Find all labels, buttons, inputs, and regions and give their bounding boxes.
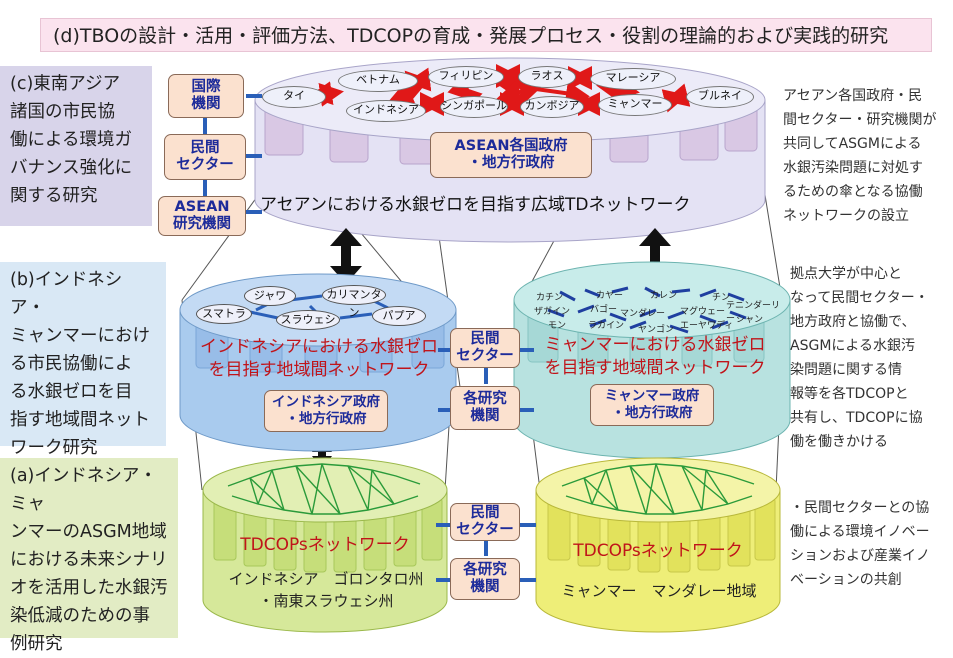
region-mon: モン xyxy=(548,321,567,331)
note-innovation: ・民間セクターとの協 働による環境イノベー ションおよび産業イノ ベーションの共… xyxy=(790,500,930,588)
region-rakhine: ラカイン xyxy=(588,321,625,331)
region-java: ジャワ xyxy=(244,286,296,306)
box-private-sector-top: 民間 セクター xyxy=(164,134,246,180)
region-magway: マグウェー xyxy=(680,307,726,317)
asean-network-title: アセアンにおける水銀ゼロを目指す広域TDネットワーク xyxy=(260,195,691,215)
country-laos: ラオス xyxy=(518,66,576,88)
myanmar-network-title: ミャンマーにおける水銀ゼロ を目指す地域間ネットワーク xyxy=(544,335,766,378)
region-kayin: カレン xyxy=(650,291,678,301)
note-regional: 拠点大学が中心と なって民間セクター・ 地方政府と協働で、 ASGMによる水銀汚… xyxy=(790,266,929,450)
tdcop-left-title: TDCOPsネットワーク xyxy=(240,535,410,555)
box-research-mid: 各研究 機関 xyxy=(450,386,520,430)
region-kayah: カヤー xyxy=(596,291,624,301)
box-private-sector-low: 民間 セクター xyxy=(450,503,520,541)
box-indonesia-gov: インドネシア政府 ・地方行政府 xyxy=(264,390,388,432)
tdcop-right-location: ミャンマー マンダレー地域 xyxy=(561,582,757,600)
box-international-org: 国際 機関 xyxy=(168,74,244,118)
side-label-c: (c)東南アジア 諸国の市民協 働による環境ガ バナンス強化に 関する研究 xyxy=(0,66,152,226)
region-papua: パプア xyxy=(372,306,426,326)
country-cambodia: カンボジア xyxy=(520,96,584,118)
region-shan: シャン xyxy=(736,315,764,325)
indonesia-network-title: インドネシアにおける水銀ゼロ を目指す地域間ネットワーク xyxy=(200,337,438,380)
box-asean-research: ASEAN 研究機関 xyxy=(158,196,246,236)
country-thailand: タイ xyxy=(262,86,326,108)
region-bago: バゴー xyxy=(590,305,618,315)
tdcop-right-mesh xyxy=(561,463,755,515)
region-mandalay: マンダレー xyxy=(620,309,666,319)
tdcop-right-title: TDCOPsネットワーク xyxy=(573,541,743,561)
region-kalimantan: カリマンタン xyxy=(322,285,386,319)
side-label-a: (a)インドネシア・ミャ ンマーのASGM地域 における未来シナリ オを活用した… xyxy=(0,458,178,654)
myanmar-region-labels: カチン カヤー カレン チン テニンダーリー ザガイン バゴー マンダレー マグ… xyxy=(532,286,782,335)
myanmar-blue-arrows xyxy=(547,286,747,334)
region-chin: チン xyxy=(712,293,731,303)
region-sulawesi: スラウェシ xyxy=(276,310,340,330)
note-asean: アセアン各国政府・民 間セクター・研究機関が 共同してASGMによる 水銀汚染問… xyxy=(783,88,937,224)
region-tanintharyi: テニンダーリー xyxy=(726,301,781,324)
country-philippines: フィリピン xyxy=(428,66,504,88)
side-label-b: (b)インドネシア・ ミャンマーにおけ る市民協働によ る水銀ゼロを目 指す地域… xyxy=(0,262,166,458)
tdcop-left-location: インドネシア ゴロンタロ州 ・南東スラウェシ州 xyxy=(228,570,424,610)
region-ayeyarwady: エーヤワディ xyxy=(680,321,734,331)
page-title: (d)TBOの設計・活用・評価方法、TDCOPの育成・発展プロセス・役割の理論的… xyxy=(40,18,932,52)
box-asean-gov: ASEAN各国政府 ・地方行政府 xyxy=(430,132,592,178)
country-malaysia: マレーシア xyxy=(590,68,676,90)
region-yangon: ヤンゴン xyxy=(638,325,675,335)
country-brunei: ブルネイ xyxy=(686,86,754,108)
country-myanmar: ミャンマー xyxy=(598,94,672,116)
box-myanmar-gov: ミャンマー政府 ・地方行政府 xyxy=(590,384,714,426)
region-sumatra: スマトラ xyxy=(196,304,252,324)
region-sagaing: ザガイン xyxy=(534,307,571,317)
box-blue-arrows xyxy=(203,94,536,582)
region-kachin: カチン xyxy=(536,293,564,303)
country-singapore: シンガポール xyxy=(440,96,508,118)
country-vietnam: ベトナム xyxy=(338,70,418,92)
box-research-low: 各研究 機関 xyxy=(450,558,520,600)
country-indonesia: インドネシア xyxy=(346,100,426,122)
box-private-sector-mid: 民間 セクター xyxy=(450,328,520,368)
tdcop-left-mesh xyxy=(227,463,421,515)
